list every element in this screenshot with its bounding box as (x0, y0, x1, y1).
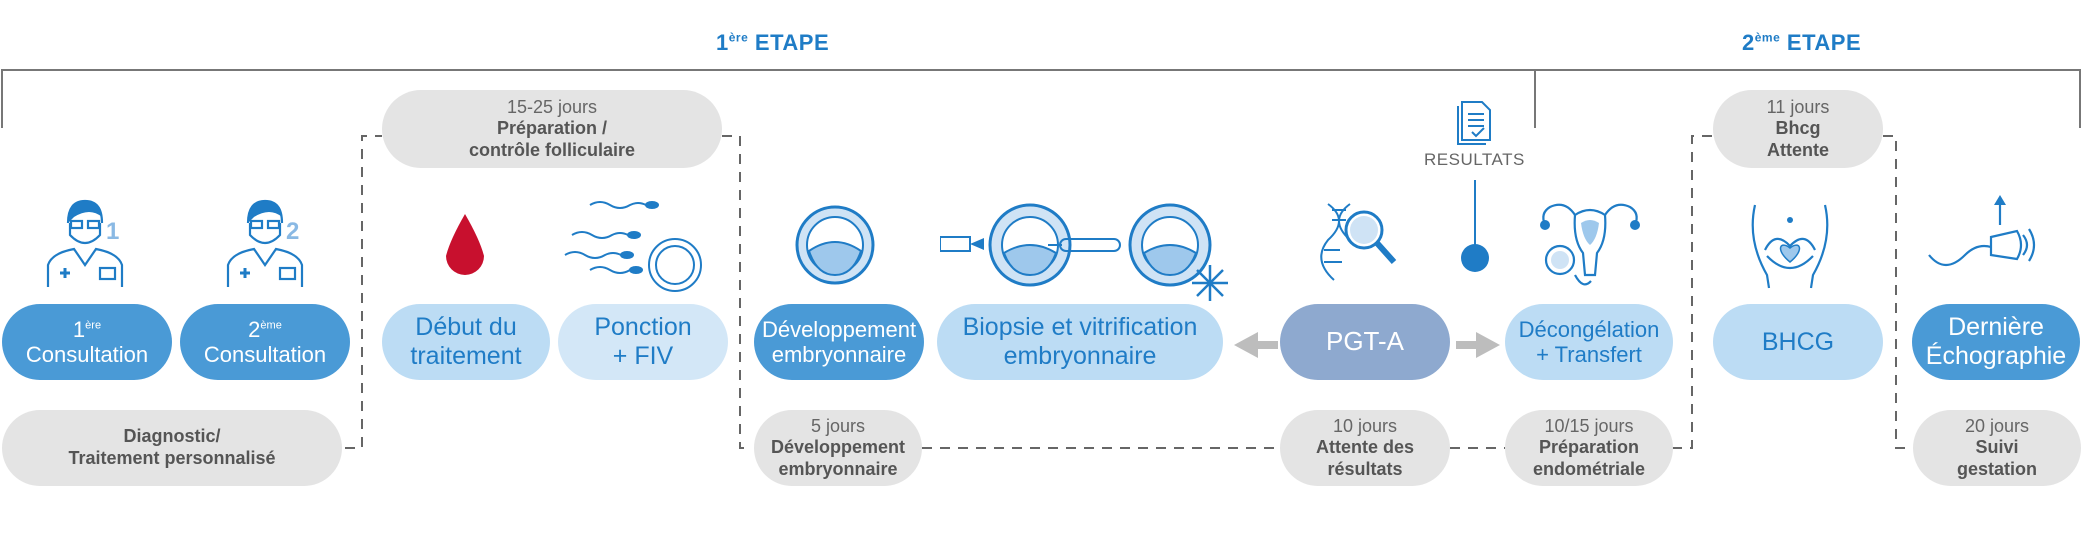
step-consultation-1: 1ère Consultation (2, 304, 172, 380)
stage-1-title: 1ère ETAPE (716, 30, 830, 55)
doctor-number-1: 1 (106, 218, 120, 245)
step-consultation-2: 2ème Consultation (180, 304, 350, 380)
document-icon (1457, 101, 1491, 145)
dna-magnifier-icon (1320, 203, 1397, 281)
biopsy-icon (940, 203, 1228, 301)
step-ponction-fiv: Ponction+ FIV (558, 304, 728, 380)
step-pgt-a: PGT-A (1280, 304, 1450, 380)
info-bhcg-attente: 11 jours Bhcg Attente (1713, 90, 1883, 168)
step-decongelation-transfert: Décongélation+ Transfert (1505, 304, 1673, 380)
doctor-number-2: 2 (286, 218, 300, 245)
results-label: RESULTATS (1424, 150, 1525, 169)
blood-drop-icon (446, 214, 484, 275)
embryo-icon (795, 205, 875, 285)
stage-2-title: 2ème ETAPE (1742, 30, 1862, 55)
info-suivi-gestation: 20 jours Suivi gestation (1913, 410, 2081, 486)
sperm-egg-icon (564, 201, 702, 292)
doctor-icon (46, 199, 124, 287)
uterus-icon (1540, 203, 1640, 286)
info-preparation-folliculaire: 15-25 jours Préparation / contrôle folli… (382, 90, 722, 168)
pregnant-belly-icon (1751, 204, 1829, 289)
info-preparation-endometriale: 10/15 jours Préparation endométriale (1505, 410, 1673, 486)
info-attente-resultats: 10 jours Attente des résultats (1280, 410, 1450, 486)
step-bhcg: BHCG (1713, 304, 1883, 380)
ultrasound-probe-icon (1928, 195, 2036, 267)
doctor-icon (226, 199, 304, 287)
info-developpement-jours: 5 jours Développement embryonnaire (754, 410, 922, 486)
info-diagnostic: Diagnostic/ Traitement personnalisé (2, 410, 342, 486)
